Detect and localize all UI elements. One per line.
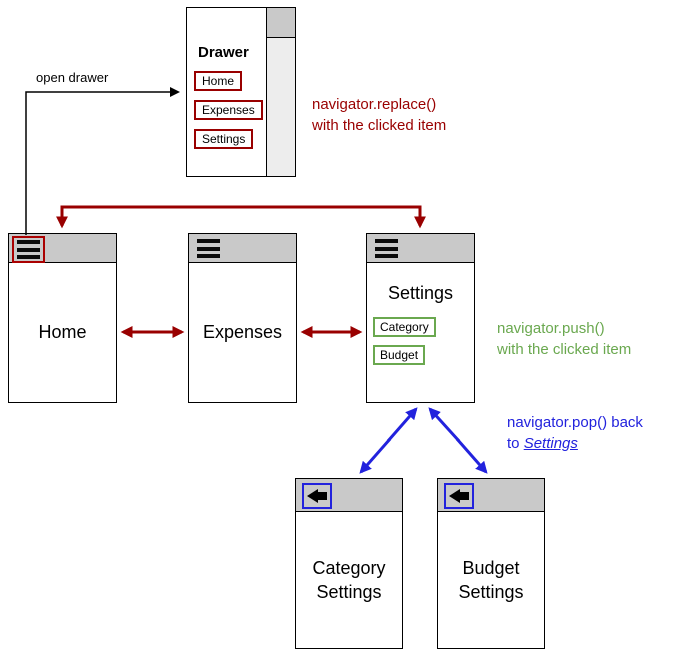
expenses-title: Expenses — [202, 322, 283, 343]
pop-annotation: navigator.pop() back to Settings — [507, 412, 643, 454]
back-arrow-icon — [449, 489, 469, 503]
push-annotation: navigator.push() with the clicked item — [497, 318, 631, 360]
pop-annotation-line2-prefix: to — [507, 435, 524, 452]
category-settings-body: Category Settings — [296, 512, 402, 648]
budget-settings-title: Budget Settings — [458, 557, 524, 602]
settings-appbar — [367, 234, 474, 263]
expenses-appbar — [189, 234, 296, 263]
back-highlight-box — [302, 483, 332, 509]
open-drawer-label: open drawer — [36, 70, 109, 85]
drawer-item-expenses: Expenses — [194, 100, 263, 120]
drawer-title: Drawer — [198, 44, 249, 61]
hamburger-highlight-box — [12, 236, 45, 263]
drawer-items: Home Expenses Settings — [194, 71, 263, 158]
settings-category-arrow-up — [386, 407, 418, 442]
budget-settings-appbar — [438, 479, 544, 512]
expenses-body: Expenses — [189, 263, 296, 402]
drawer-item-home: Home — [194, 71, 243, 91]
replace-annotation-line1: navigator.replace() — [312, 96, 437, 113]
budget-settings-body: Budget Settings — [438, 512, 544, 648]
settings-budget-arrow-up — [428, 407, 461, 443]
open-drawer-connector — [25, 87, 180, 235]
home-appbar — [9, 234, 116, 263]
home-title: Home — [38, 322, 87, 343]
home-screen: Home — [8, 233, 117, 403]
settings-item-category: Category — [373, 317, 436, 338]
expenses-screen: Expenses — [188, 233, 297, 403]
budget-settings-screen: Budget Settings — [437, 478, 545, 649]
settings-title: Settings — [387, 283, 454, 303]
settings-body: Settings Category Budget — [367, 263, 474, 402]
replace-annotation-line2: with the clicked item — [312, 117, 447, 134]
pop-annotation-settings-link: Settings — [523, 435, 578, 452]
settings-category-arrow-down — [359, 438, 392, 474]
category-settings-appbar — [296, 479, 402, 512]
pop-annotation-line2: to Settings — [507, 433, 643, 454]
home-body: Home — [9, 263, 116, 402]
pop-annotation-line1: navigator.pop() back — [507, 414, 643, 431]
category-settings-screen: Category Settings — [295, 478, 403, 649]
settings-item-budget: Budget — [373, 345, 426, 366]
hamburger-menu-icon — [197, 239, 220, 258]
push-annotation-line1: navigator.push() — [497, 320, 605, 337]
settings-budget-arrow-down — [455, 438, 488, 474]
hamburger-menu-icon — [17, 240, 40, 259]
drawer-item-settings: Settings — [194, 129, 254, 149]
settings-screen: Settings Category Budget — [366, 233, 475, 403]
push-annotation-line2: with the clicked item — [497, 341, 632, 358]
drawer-background-scrim — [266, 8, 295, 176]
category-settings-title: Category Settings — [312, 557, 386, 602]
hamburger-menu-icon — [375, 239, 398, 258]
background-appbar — [267, 8, 295, 38]
replace-annotation: navigator.replace() with the clicked ite… — [312, 94, 446, 136]
drawer-panel: Drawer Home Expenses Settings — [186, 7, 296, 177]
back-highlight-box — [444, 483, 474, 509]
back-arrow-icon — [307, 489, 327, 503]
